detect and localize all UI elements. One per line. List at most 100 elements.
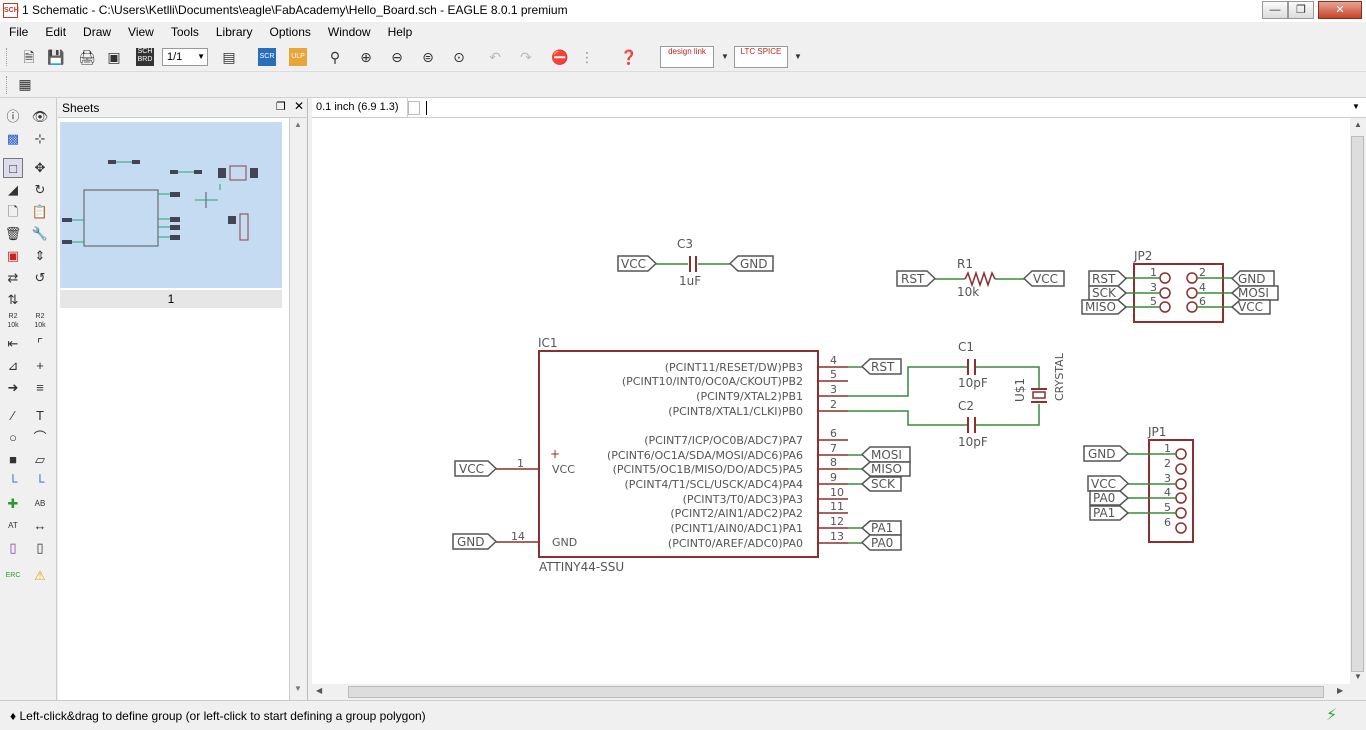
cam-processor-icon[interactable]: ▣ (107, 49, 121, 65)
menu-view[interactable]: View (128, 25, 154, 39)
warning-icon[interactable]: ⚠ (34, 568, 46, 583)
script-icon[interactable]: SCR (258, 48, 276, 66)
polygon-icon[interactable]: ▱ (35, 452, 45, 467)
move-icon[interactable]: ✥ (34, 160, 46, 175)
frame2-icon[interactable]: ▯ (36, 540, 44, 555)
menu-help[interactable]: Help (387, 25, 413, 39)
sheet-number[interactable]: 1 (60, 290, 282, 308)
toolbar-grip[interactable] (6, 48, 9, 66)
ic-attiny44[interactable]: IC1 ATTINY44-SSU + 1 14 VCC GND VCC GND … (452, 336, 911, 574)
menu-library[interactable]: Library (215, 25, 253, 39)
toolbar-grip[interactable] (6, 76, 9, 94)
zoom-in-icon[interactable]: ⊕ (360, 49, 372, 65)
zoom-redraw-icon[interactable]: ⊜ (422, 49, 434, 65)
redo-icon[interactable]: ↷ (520, 49, 532, 65)
menu-file[interactable]: File (9, 25, 29, 39)
junction-icon[interactable]: ✚ (7, 496, 19, 511)
miter-icon[interactable]: ⌜ (36, 336, 44, 351)
scroll-up-icon[interactable]: ▲ (1354, 120, 1362, 129)
crystal-circuit[interactable]: C1 10pF C2 10pF U$1 CRYSTAL (848, 340, 1066, 449)
bus-icon[interactable]: ≡ (36, 380, 44, 395)
circle-icon[interactable]: ○ (9, 430, 17, 445)
attribute-icon[interactable]: AT (8, 521, 18, 530)
print-icon[interactable]: 🖨 (78, 49, 96, 65)
menu-edit[interactable]: Edit (45, 25, 67, 39)
open-icon[interactable]: 🗎 (23, 49, 35, 65)
sheets-vertical-scrollbar[interactable]: ▲ ▼ (290, 118, 307, 700)
menu-window[interactable]: Window (327, 25, 371, 39)
mirror-icon[interactable]: ◢ (8, 182, 18, 197)
canvas-horizontal-scrollbar[interactable]: ◀ ▶ (312, 684, 1366, 700)
erc-icon[interactable]: ERC (5, 572, 21, 579)
command-input[interactable] (426, 101, 427, 115)
sheet-select[interactable]: 1/1▼ (162, 48, 208, 66)
net-class-icon[interactable]: └ (35, 474, 45, 489)
designlink-button[interactable]: design link (660, 46, 714, 68)
rectangle-icon[interactable]: ■ (9, 452, 17, 467)
menu-draw[interactable]: Draw (83, 25, 112, 39)
scroll-down-icon[interactable]: ▼ (1354, 672, 1362, 681)
info-icon[interactable]: ⓘ (6, 109, 20, 124)
chevron-down-icon[interactable]: ▼ (794, 52, 802, 61)
close-button[interactable]: ✕ (1318, 1, 1362, 19)
chevron-down-icon[interactable]: ▼ (1352, 102, 1360, 111)
help-icon[interactable]: ❓ (620, 49, 638, 65)
replace-icon[interactable]: ⇄ (7, 270, 19, 285)
header-jp2[interactable]: JP2 1 3 5 2 4 6 (1081, 249, 1279, 323)
arc-icon[interactable]: ⌒ (33, 430, 47, 445)
grid-icon[interactable]: ▦ (18, 76, 32, 92)
scroll-down-icon[interactable]: ▼ (294, 684, 302, 693)
menu-tools[interactable]: Tools (170, 25, 199, 39)
delete-icon[interactable]: 🗑 (4, 226, 22, 241)
wrench-icon[interactable]: 🔧 (31, 226, 49, 241)
library-icon[interactable]: ▤ (222, 49, 236, 65)
close-icon[interactable]: ✕ (294, 99, 305, 113)
add-part-icon[interactable]: ▣ (6, 248, 20, 263)
scroll-left-icon[interactable]: ◀ (316, 686, 323, 695)
maximize-button[interactable]: ❐ (1288, 1, 1314, 19)
ulp-icon[interactable]: ULP (289, 48, 307, 66)
smash-icon[interactable]: ⇤ (7, 336, 19, 351)
sch-brd-switch-icon[interactable]: SCH BRD (136, 48, 154, 66)
zoom-fit-icon[interactable]: ⚲ (329, 49, 341, 65)
dimension-icon[interactable]: ↔ (33, 518, 47, 533)
copy-icon[interactable]: 🗋 (7, 204, 19, 219)
text-icon[interactable]: T (36, 408, 44, 423)
gateswap-icon[interactable]: ↺ (34, 270, 46, 285)
show-icon[interactable]: 👁 (31, 109, 49, 124)
go-icon[interactable]: ⋮ (580, 49, 594, 65)
mark-icon[interactable]: ⊹ (34, 131, 46, 146)
display-icon[interactable]: ▩ (6, 131, 20, 146)
pinswap-icon[interactable]: ⇕ (34, 248, 46, 263)
scroll-up-icon[interactable]: ▲ (294, 120, 302, 129)
coordinate-toggle[interactable] (408, 101, 420, 115)
rotate-icon[interactable]: ↻ (34, 182, 46, 197)
sheet-thumbnail[interactable] (60, 122, 282, 288)
stop-icon[interactable]: ⛔ (551, 49, 569, 65)
group-icon[interactable]: □ (3, 158, 23, 178)
save-icon[interactable]: 💾 (47, 49, 65, 65)
capacitor-c3[interactable]: VCC GND C3 1uF (617, 237, 774, 288)
vertical-scroll-thumb[interactable] (1351, 136, 1364, 672)
undo-icon[interactable]: ↶ (489, 49, 501, 65)
lightning-icon[interactable]: ⚡ (1326, 707, 1338, 724)
zoom-select-icon[interactable]: ⊙ (453, 49, 465, 65)
optimize-icon[interactable]: + (36, 358, 44, 373)
scroll-right-icon[interactable]: ▶ (1337, 686, 1344, 695)
split-icon[interactable]: ⊿ (7, 358, 19, 373)
zoom-out-icon[interactable]: ⊖ (391, 49, 403, 65)
schematic-canvas[interactable]: VCC GND C3 1uF RST VCC R1 10k (312, 118, 1350, 684)
undock-icon[interactable]: ❐ (276, 101, 286, 113)
resistor-r1[interactable]: RST VCC R1 10k (896, 257, 1065, 299)
horizontal-scroll-thumb[interactable] (348, 686, 1324, 698)
ltspice-button[interactable]: LTC SPICE (734, 46, 788, 68)
canvas-vertical-scrollbar[interactable]: ▲ ▼ (1350, 118, 1366, 684)
chevron-down-icon[interactable]: ▼ (721, 52, 729, 61)
menu-options[interactable]: Options (269, 25, 311, 39)
paste-icon[interactable]: 📋 (31, 204, 49, 219)
invoke-icon[interactable]: ⇅ (7, 292, 19, 307)
line-icon[interactable]: ∕ (11, 408, 15, 423)
schematic-drawing[interactable]: VCC GND C3 1uF RST VCC R1 10k (312, 118, 1350, 684)
